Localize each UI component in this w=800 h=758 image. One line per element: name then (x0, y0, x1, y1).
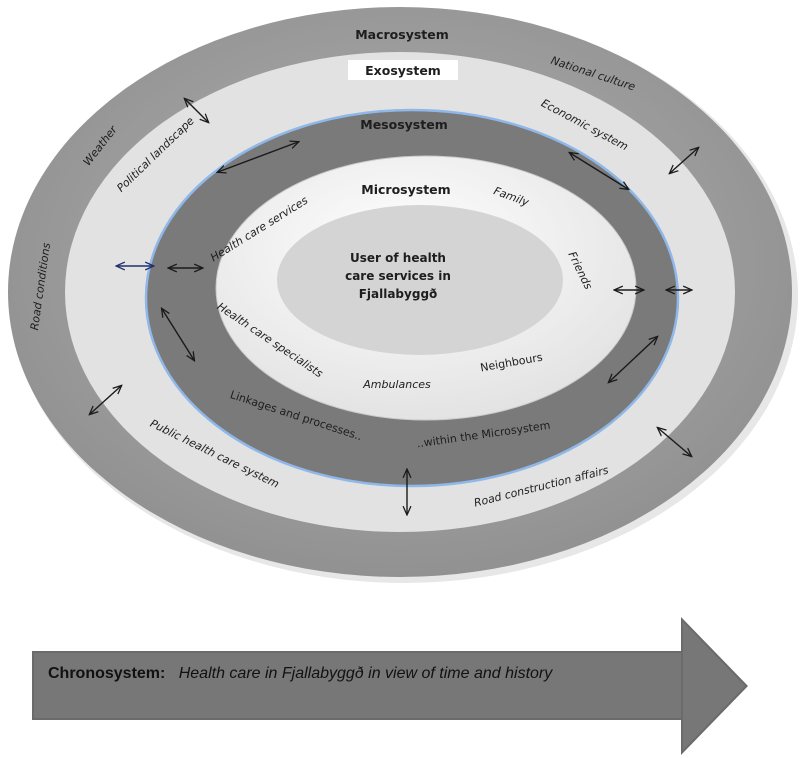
mesosystem-title: Mesosystem (360, 117, 447, 132)
arrow-meso-right (609, 337, 657, 382)
chronosystem-description: Health care in Fjallabyggð in view of ti… (178, 665, 553, 682)
chronosystem-label: Chronosystem: Health care in Fjallabyggð… (48, 665, 552, 683)
center-ellipse (277, 205, 563, 355)
center-line-3: Fjallabyggð (359, 287, 438, 301)
arrow-exo-right (670, 148, 698, 173)
exosystem-title-box (348, 60, 458, 80)
arrow-meso-top-right (570, 153, 628, 189)
chronosystem-title: Chronosystem: (48, 665, 166, 682)
center-line-1: User of health (350, 251, 446, 265)
arrow-meso-left (162, 309, 194, 360)
arrow-meso-top-left (218, 142, 298, 172)
arrow-exo-top-left (185, 99, 208, 122)
ambulances-label: Ambulances (362, 378, 431, 391)
exosystem-title: Exosystem (365, 63, 441, 78)
arrow-exo-bottom-left (90, 386, 121, 414)
center-line-2: care services in (345, 269, 451, 283)
macrosystem-title: Macrosystem (355, 27, 449, 42)
arrow-exo-bottom-right (658, 428, 691, 456)
microsystem-title: Microsystem (361, 182, 450, 197)
